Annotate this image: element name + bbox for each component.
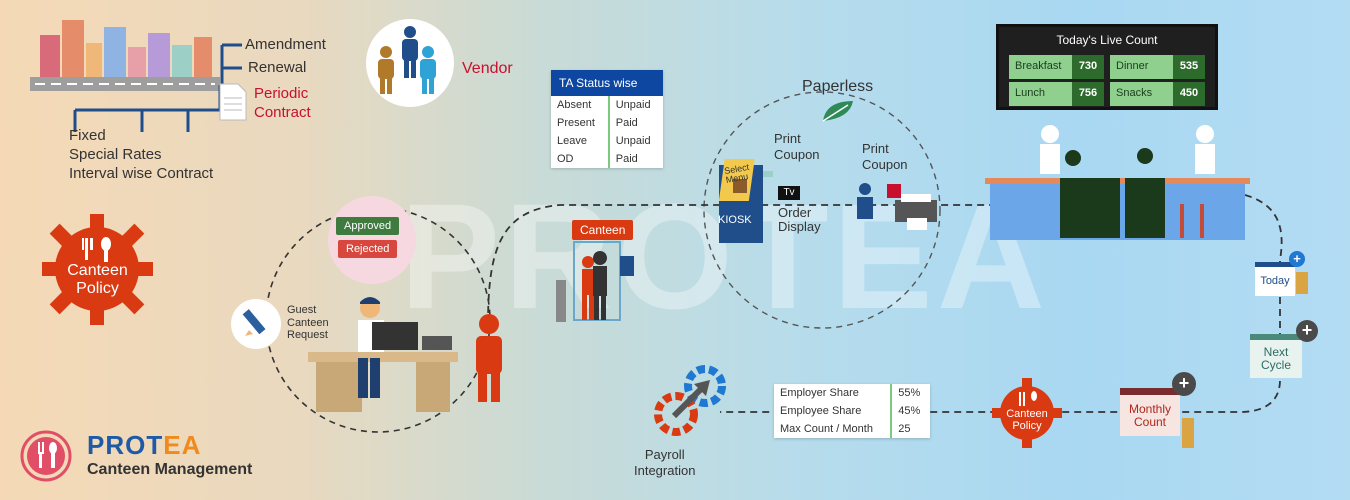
restaurant-scene-illustration — [985, 125, 1250, 240]
table-row: Employee Share 45% — [774, 402, 930, 420]
print-coupon-2-line1: Print — [862, 141, 889, 156]
canteen-policy-small-gear-icon — [992, 378, 1062, 448]
canteen-policy-small-line1: Canteen — [1006, 408, 1048, 420]
plus-icon: + — [1172, 372, 1196, 396]
monthly-count-line2: Count — [1133, 414, 1167, 429]
person-standing-icon — [476, 314, 502, 402]
canteen-policy-line2: Policy — [76, 280, 119, 298]
meal-name: Snacks — [1110, 82, 1173, 106]
meal-name: Breakfast — [1009, 55, 1072, 79]
person-tiles-icon — [1296, 272, 1308, 294]
ta-status-cell: Absent — [557, 99, 592, 111]
print-coupon-1-line2: Coupon — [774, 146, 820, 162]
guest-request-line1: Guest — [287, 304, 317, 316]
ta-status-cell: Present — [557, 117, 595, 129]
share-label: Employer Share — [780, 387, 859, 399]
contract-renewal: Renewal — [248, 59, 307, 76]
table-row: Present Paid — [551, 114, 663, 132]
city-skyline-illustration — [30, 20, 220, 91]
canteen-policy-line1: Canteen — [67, 262, 128, 279]
turnstile-illustration — [556, 241, 634, 322]
rejected-badge: Rejected — [338, 240, 398, 258]
document-icon — [219, 83, 247, 121]
print-coupon-1-line1: Print — [774, 131, 801, 146]
vendor-people-icon — [366, 19, 454, 107]
printer-illustration — [857, 183, 937, 230]
meal-count: 756 — [1072, 82, 1104, 106]
paperless-label: Paperless — [802, 78, 874, 95]
periodic-contract-line2: Contract — [254, 104, 311, 121]
protea-logo-icon — [20, 430, 72, 482]
ta-pay-cell: Unpaid — [607, 132, 663, 150]
brand-subtitle: Canteen Management — [87, 461, 253, 478]
canteen-policy-gear-icon — [42, 214, 153, 325]
pencil-icon — [231, 299, 281, 349]
meal-name: Dinner — [1110, 55, 1173, 79]
payroll-line1: Payroll — [644, 447, 685, 462]
share-label: Employee Share — [780, 405, 862, 417]
share-value: 25 — [890, 420, 930, 438]
payroll-gears-icon — [654, 365, 726, 436]
share-value: 55% — [890, 384, 930, 402]
meal-count: 730 — [1072, 55, 1104, 79]
office-desk-illustration — [308, 297, 458, 412]
ta-pay-cell: Paid — [607, 114, 663, 132]
meal-name: Lunch — [1009, 82, 1072, 106]
table-row: Max Count / Month 25 — [774, 420, 930, 438]
monthly-count-line1: Monthly — [1128, 402, 1172, 416]
ta-status-cell: Leave — [557, 135, 587, 147]
ta-pay-cell: Paid — [607, 150, 663, 168]
contract-interval-wise: Interval wise Contract — [69, 165, 214, 182]
next-cycle-line1: Next — [1263, 345, 1289, 359]
contract-fixed: Fixed — [69, 127, 106, 144]
brand-name-part1: PROT — [87, 430, 164, 460]
periodic-contract-line1: Periodic — [254, 85, 309, 102]
contract-special-rates: Special Rates — [69, 146, 162, 163]
table-row: Employer Share 55% — [774, 384, 930, 402]
guest-request-line3: Request — [287, 329, 328, 342]
today-calendar: Today — [1255, 262, 1295, 296]
monthly-count-calendar: Monthly Count — [1120, 388, 1180, 436]
live-count-title: Today's Live Count — [1056, 33, 1158, 47]
print-coupon-2-line2: Coupon — [862, 156, 908, 172]
next-cycle-line2: Cycle — [1260, 357, 1291, 372]
approved-badge: Approved — [336, 217, 400, 235]
brand-name-part2: EA — [163, 430, 202, 460]
meal-count: 450 — [1173, 82, 1205, 106]
tv-screen: Tv — [778, 186, 800, 200]
shares-table: Employer Share 55% Employee Share 45% Max … — [774, 384, 930, 438]
ta-pay-cell: Unpaid — [607, 96, 663, 114]
kiosk-illustration — [718, 159, 773, 243]
contract-tree-lines — [73, 43, 242, 132]
vendor-label: Vendor — [462, 60, 513, 77]
share-value: 45% — [890, 402, 930, 420]
table-row: Leave Unpaid — [551, 132, 663, 150]
kiosk-label: KIOSK — [718, 214, 752, 226]
leaf-icon — [822, 101, 853, 122]
guest-request-line2: Canteen — [287, 316, 329, 329]
ta-status-cell: OD — [557, 153, 574, 165]
canteen-policy-small-line2: Policy — [1012, 420, 1042, 433]
canteen-sign: Canteen — [572, 220, 634, 240]
meal-count: 535 — [1173, 55, 1205, 79]
ta-status-title: TA Status wise — [551, 70, 663, 96]
next-cycle-calendar: Next Cycle — [1250, 334, 1302, 378]
table-row: OD Paid — [551, 150, 663, 168]
order-display-line1: Order — [778, 205, 812, 220]
payroll-line2: Integration — [634, 462, 696, 478]
table-row: Absent Unpaid — [551, 96, 663, 114]
share-label: Max Count / Month — [780, 423, 873, 435]
plus-icon: + — [1289, 251, 1305, 267]
order-display-line2: Display — [778, 219, 821, 235]
plus-icon: + — [1296, 320, 1318, 342]
person-tiles-icon — [1182, 418, 1194, 448]
contract-amendment: Amendment — [245, 36, 326, 53]
